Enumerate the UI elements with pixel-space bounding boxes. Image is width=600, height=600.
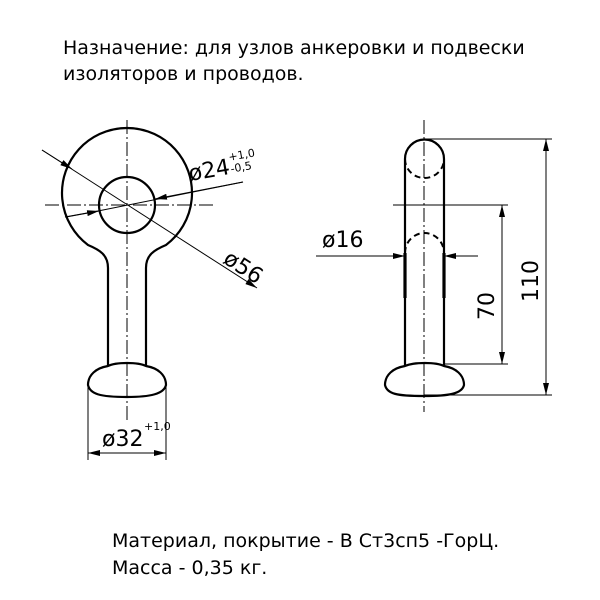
ring-outline [60,126,194,366]
head-outline [86,361,168,399]
side-head-outline [383,361,466,398]
purpose-line-1: Назначение: для узлов анкеровки и подвес… [63,37,525,59]
material-text: Материал, покрытие - В Ст3сп5 -ГорЦ. [112,530,500,552]
shank-length-label: 70 [475,292,500,320]
mass-text: Масса - 0,35 кг. [112,557,268,579]
hole-tolerance-upper: +1,0 [227,146,256,163]
hole-diameter-dim-line [154,181,244,200]
ring-diameter-label: ø56 [219,246,267,290]
ring-diameter-dim-line [41,149,258,289]
head-diameter-label: ø32 [102,427,143,452]
shank-diameter-label: ø16 [322,228,363,253]
hole-circle [97,175,157,235]
total-length-label: 110 [519,260,544,302]
hole-diameter-label: ø24 [187,155,232,187]
hole-tolerance-lower: -0,5 [229,159,252,176]
top-arc [403,138,446,160]
head-tolerance-upper: +1,0 [144,420,171,433]
front-view: ø56 ø24 +1,0 -0,5 ø32 +1,0 [41,120,267,460]
side-view: ø16 70 110 [316,120,552,412]
purpose-line-2: изоляторов и проводов. [63,63,304,85]
